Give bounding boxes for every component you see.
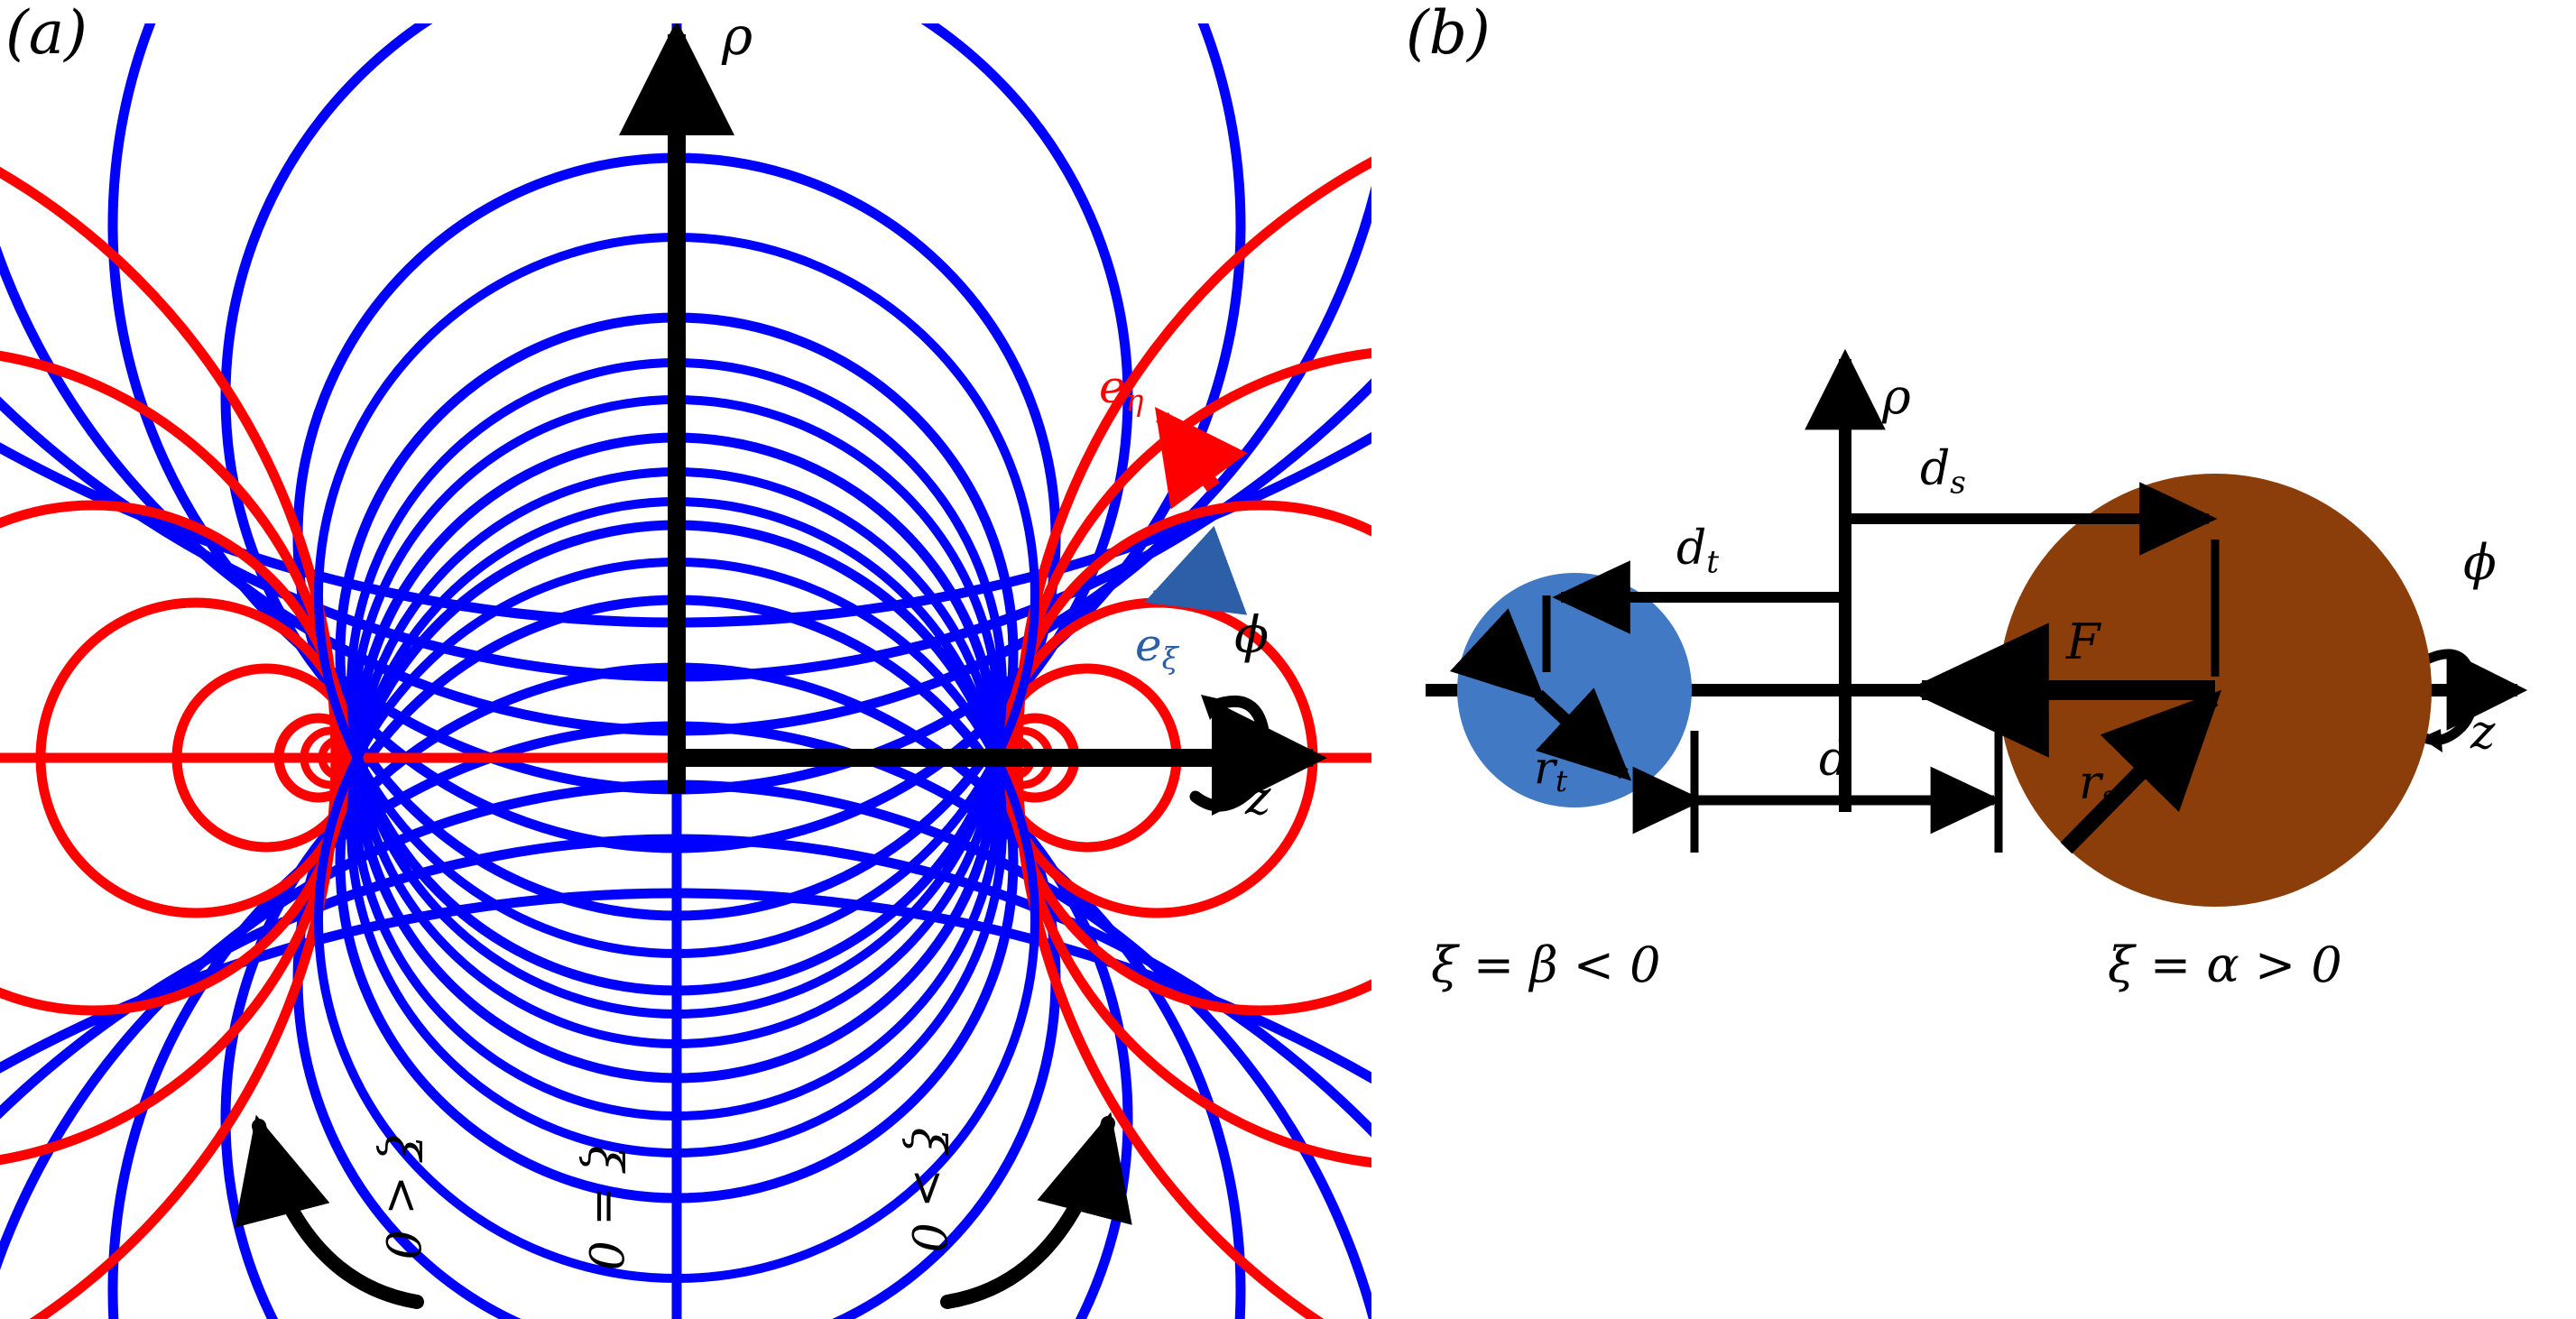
e-xi-base: e [1135,619,1162,671]
ds-subscript: s [1950,465,1966,502]
force-label: F [2066,613,2101,670]
dt-label: dt [1676,521,1719,581]
panel-b-phi-rotation-arrowhead [2421,729,2442,752]
panel-a-tag: (a) [5,0,88,68]
panel-b-phi-label: ϕ [2463,534,2497,591]
panel-b-z-label: z [2470,706,2496,760]
xi-positive-label: ξ > 0 [900,1128,955,1253]
ds-label: ds [1920,442,1966,502]
e-eta-label: eη [1099,361,1143,418]
source-surface-label: ξ = α > 0 [2108,936,2342,993]
target-sphere [1457,573,1692,807]
rt-subscript: t [1555,763,1568,799]
panel-a-phi-rotation-icon [1189,695,1272,812]
rs-base: r [2079,756,2101,810]
e-eta-subscript: η [1125,383,1144,419]
e-xi-label: eξ [1135,619,1178,676]
rt-label: rt [1534,742,1567,798]
e-xi-arrow [1144,525,1248,615]
panel-b-rho-label: ρ [1882,368,1911,425]
xi-negative-curved-arrow [235,1114,424,1309]
panel-a-phi-rotation-arrowhead [1201,695,1224,720]
xi-zero-label: ξ = 0 [577,1146,632,1271]
xi-negative-label: ξ < 0 [374,1135,429,1260]
panel-a-phi-label: ϕ [1234,606,1270,665]
rs-label: rs [2079,756,2117,816]
rs-subscript: s [2101,779,2118,816]
panel-b-diagram [1426,348,2528,907]
rs-radius-arrow [2060,689,2222,854]
target-surface-label: ξ = β < 0 [1431,936,1661,993]
rt-base: r [1534,742,1556,794]
e-eta-base: e [1099,361,1126,413]
panel-b-tag: (b) [1406,0,1491,68]
panel-a-z-label: z [1245,769,1271,826]
ds-base: d [1920,442,1951,496]
panel-a-rho-label: ρ [722,5,753,67]
xi-positive-curved-arrow [940,1111,1132,1309]
e-eta-arrow [1154,407,1248,510]
rt-radius-arrow [1449,608,1632,781]
gap-label: d [1819,733,1850,787]
e-xi-subscript: ξ [1161,641,1178,677]
panel-a-grid [0,23,1371,1319]
dt-subscript: t [1706,544,1720,581]
dt-base: d [1676,521,1707,576]
